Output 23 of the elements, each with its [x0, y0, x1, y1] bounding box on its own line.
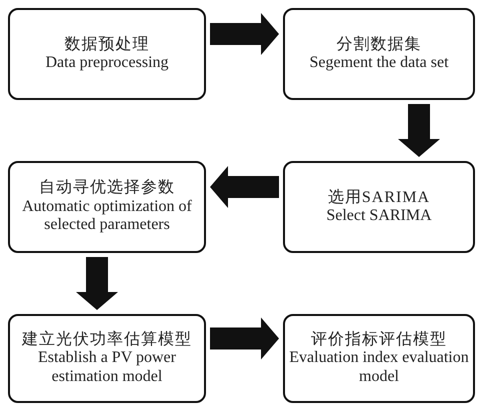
chinese-label: 选用SARIMA — [328, 188, 430, 207]
process-box — [283, 161, 475, 253]
process-box — [283, 314, 475, 403]
chinese-label: 自动寻优选择参数 — [39, 179, 175, 198]
block-arrow — [210, 166, 279, 208]
chinese-label: 分割数据集 — [336, 36, 422, 54]
block-arrow — [210, 318, 279, 360]
process-box — [8, 8, 206, 100]
english-label: Select SARIMA — [326, 207, 432, 226]
process-box — [283, 8, 475, 100]
process-box — [8, 161, 206, 253]
process-box — [8, 314, 206, 403]
chinese-label: 数据预处理 — [64, 36, 150, 54]
english-label: Segement the data set — [309, 54, 449, 72]
english-label: Data preprocessing — [45, 54, 169, 72]
english-label: Automatic optimization of selected parameters — [21, 198, 193, 235]
english-label: Establish a PV power estimation model — [37, 349, 177, 386]
block-arrow — [210, 13, 279, 55]
english-label: Evaluation index evaluation model — [289, 349, 469, 386]
block-arrow — [398, 104, 440, 157]
block-arrow — [76, 257, 118, 310]
chinese-label: 评价指标评估模型 — [311, 330, 447, 350]
chinese-label: 建立光伏功率估算模型 — [22, 330, 192, 350]
